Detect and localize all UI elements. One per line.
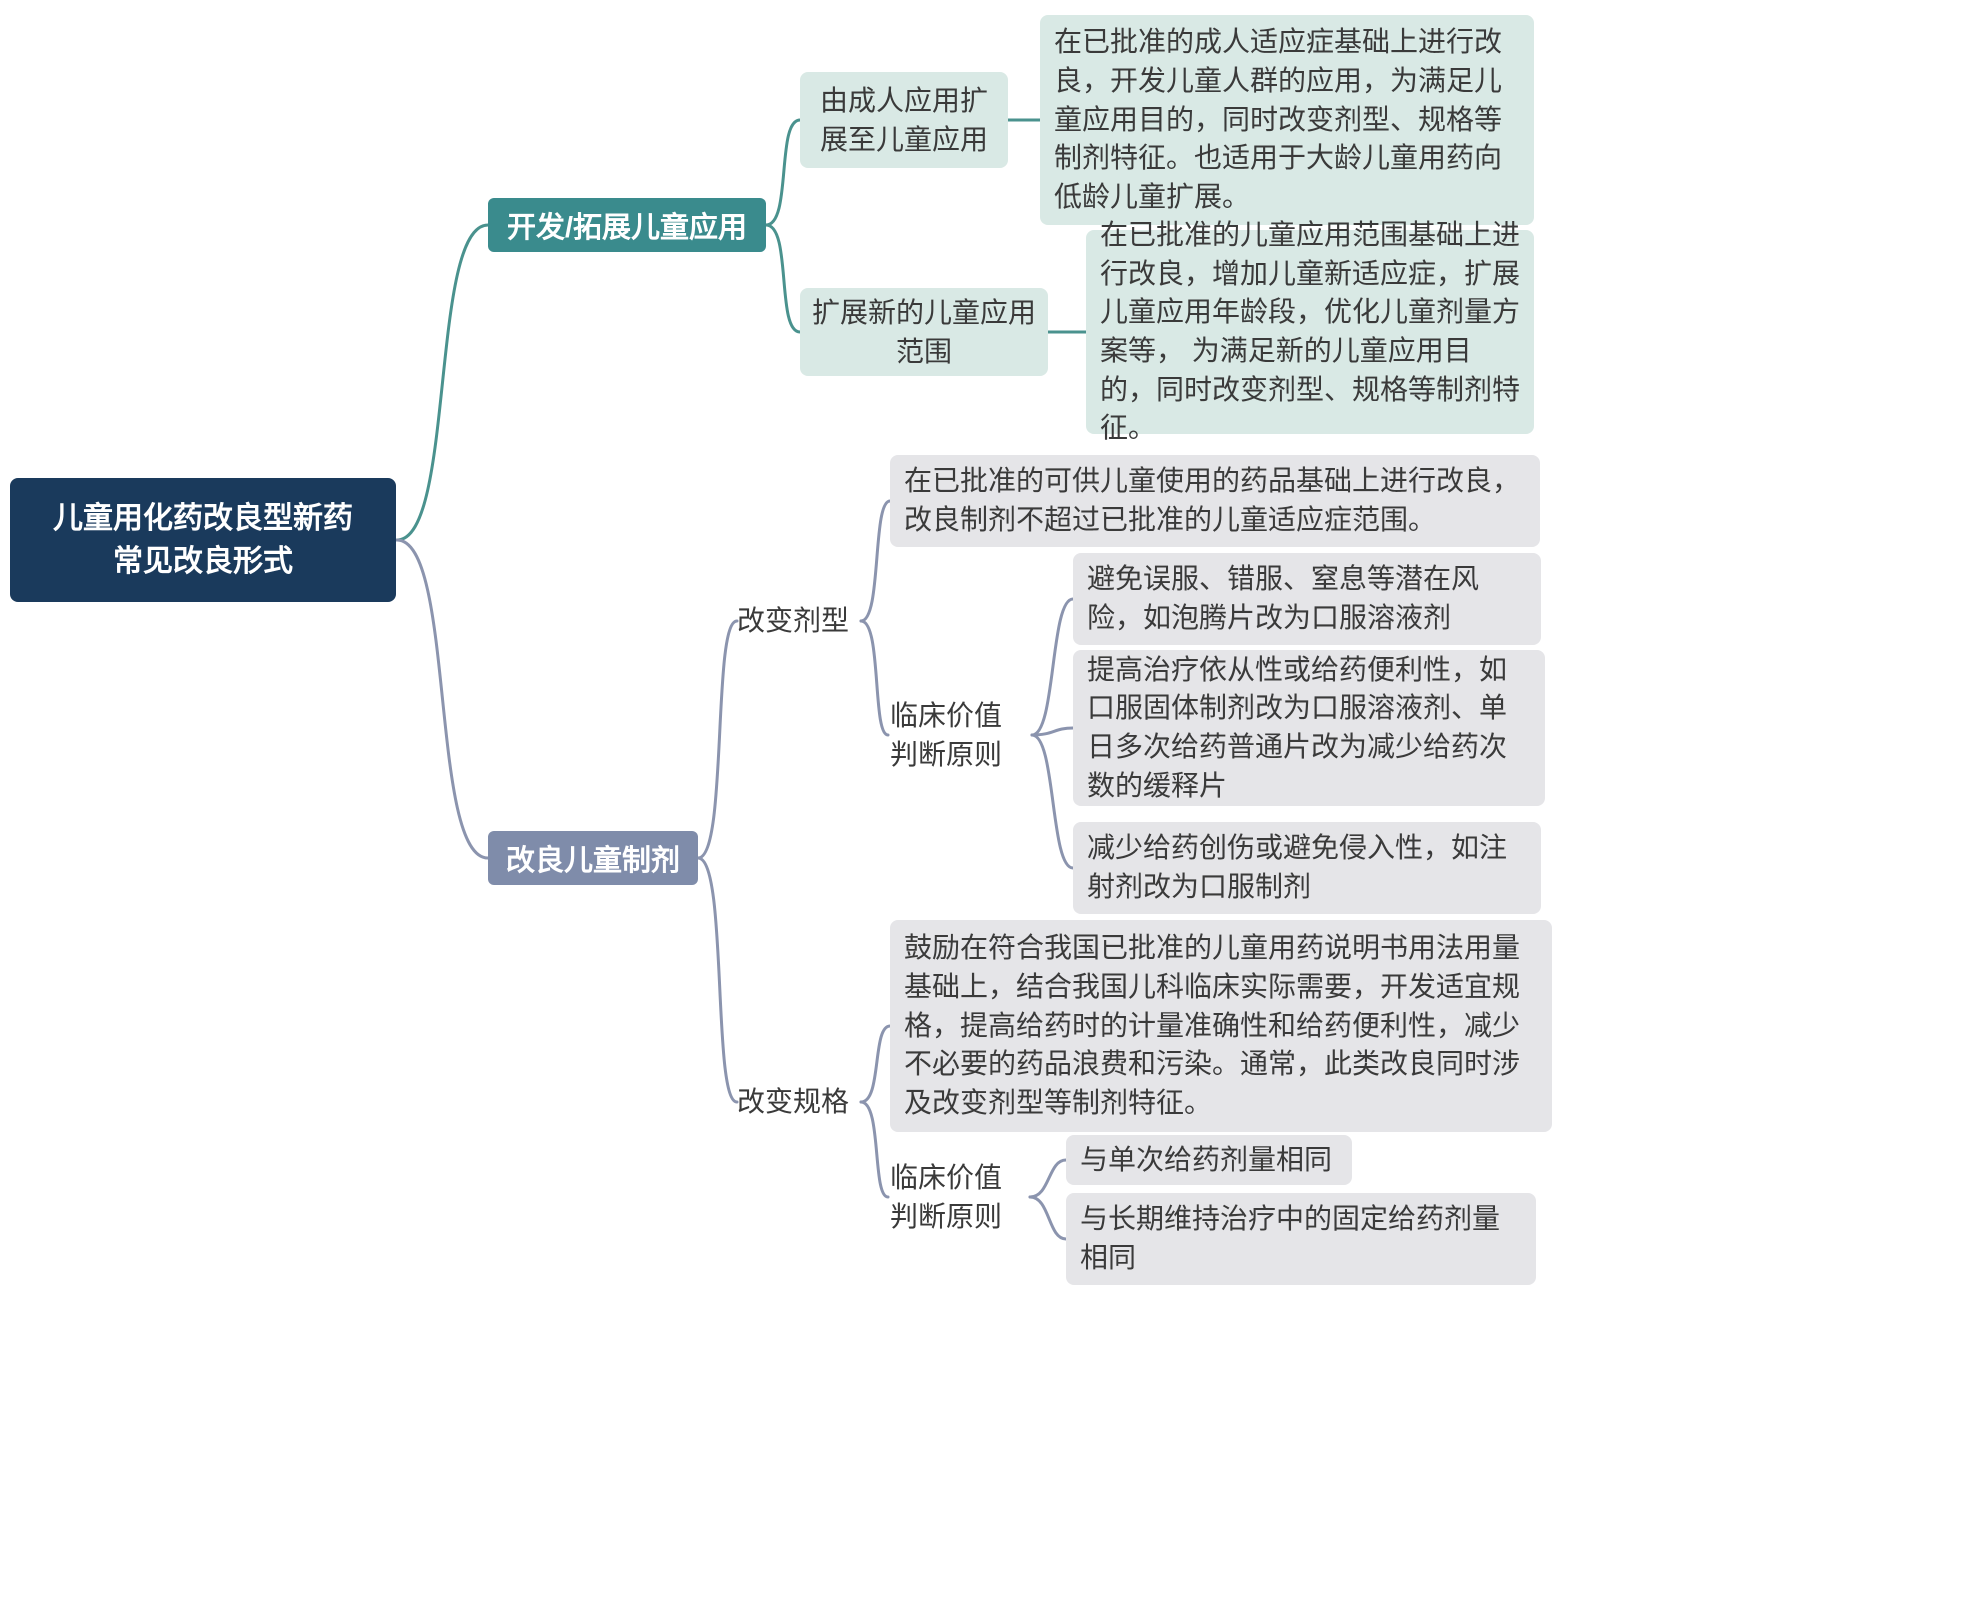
label-clinical-value-dosage: 临床价值判断原则: [890, 696, 1022, 774]
label-clinical-value-strength: 临床价值判断原则: [890, 1158, 1022, 1236]
principle-dosage-1: 避免误服、错服、窒息等潜在风险，如泡腾片改为口服溶液剂: [1073, 553, 1541, 645]
principle-strength-1-text: 与单次给药剂量相同: [1080, 1143, 1333, 1175]
label-strength: 改变规格: [737, 1078, 861, 1126]
branch-develop-label: 开发/拓展儿童应用: [506, 212, 748, 244]
principle-dosage-3-text: 减少给药创伤或避免侵入性，如注射剂改为口服制剂: [1087, 832, 1508, 902]
desc-adult-to-child-text: 在已批准的成人适应症基础上进行改良，开发儿童人群的应用，为满足儿童应用目的，同时…: [1054, 26, 1503, 212]
branch-formulation-label: 改良儿童制剂: [505, 845, 680, 877]
label-dosage-form: 改变剂型: [737, 597, 861, 645]
node-adult-to-child: 由成人应用扩展至儿童应用: [800, 72, 1008, 168]
label-clinical-value-strength-text: 临床价值判断原则: [890, 1161, 1003, 1232]
root-node: 儿童用化药改良型新药 常见改良形式: [10, 478, 396, 602]
principle-strength-1: 与单次给药剂量相同: [1066, 1135, 1352, 1185]
desc-strength-text: 鼓励在符合我国已批准的儿童用药说明书用法用量基础上，结合我国儿科临床实际需要，开…: [904, 932, 1521, 1118]
branch-formulation-node: 改良儿童制剂: [488, 831, 698, 885]
principle-dosage-3: 减少给药创伤或避免侵入性，如注射剂改为口服制剂: [1073, 822, 1541, 914]
node-expand-scope: 扩展新的儿童应用范围: [800, 288, 1048, 376]
desc-dosage-form: 在已批准的可供儿童使用的药品基础上进行改良，改良制剂不超过已批准的儿童适应症范围…: [890, 455, 1540, 547]
label-clinical-value-dosage-text: 临床价值判断原则: [890, 699, 1003, 770]
root-title-line1: 儿童用化药改良型新药: [53, 501, 353, 535]
desc-expand-scope: 在已批准的儿童应用范围基础上进行改良，增加儿童新适应症，扩展儿童应用年龄段，优化…: [1086, 219, 1534, 443]
principle-dosage-2-text: 提高治疗依从性或给药便利性，如口服固体制剂改为口服溶液剂、单日多次给药普通片改为…: [1087, 653, 1508, 801]
node-adult-to-child-label: 由成人应用扩展至儿童应用: [819, 84, 988, 155]
label-strength-text: 改变规格: [737, 1086, 850, 1118]
root-title-line2: 常见改良形式: [113, 545, 293, 578]
principle-strength-2: 与长期维持治疗中的固定给药剂量相同: [1066, 1193, 1536, 1285]
principle-dosage-1-text: 避免误服、错服、窒息等潜在风险，如泡腾片改为口服溶液剂: [1087, 563, 1480, 633]
principle-strength-2-text: 与长期维持治疗中的固定给药剂量相同: [1080, 1203, 1501, 1273]
desc-dosage-form-text: 在已批准的可供儿童使用的药品基础上进行改良，改良制剂不超过已批准的儿童适应症范围…: [904, 465, 1521, 535]
desc-adult-to-child: 在已批准的成人适应症基础上进行改良，开发儿童人群的应用，为满足儿童应用目的，同时…: [1040, 15, 1534, 225]
node-expand-scope-label: 扩展新的儿童应用范围: [811, 296, 1036, 367]
desc-expand-scope-text: 在已批准的儿童应用范围基础上进行改良，增加儿童新适应症，扩展儿童应用年龄段，优化…: [1100, 219, 1521, 444]
principle-dosage-2: 提高治疗依从性或给药便利性，如口服固体制剂改为口服溶液剂、单日多次给药普通片改为…: [1073, 650, 1545, 806]
desc-strength: 鼓励在符合我国已批准的儿童用药说明书用法用量基础上，结合我国儿科临床实际需要，开…: [890, 920, 1552, 1132]
branch-develop-node: 开发/拓展儿童应用: [488, 198, 766, 252]
label-dosage-form-text: 改变剂型: [737, 605, 850, 637]
